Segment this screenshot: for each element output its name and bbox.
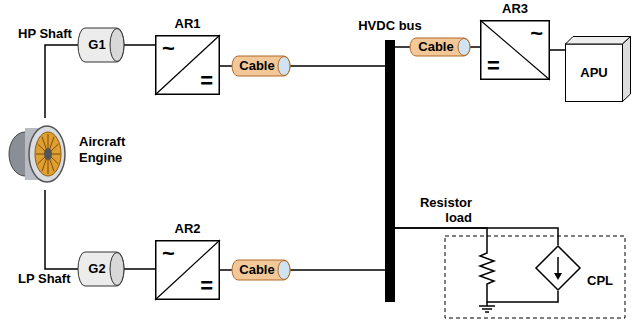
cable-label: Cable <box>239 59 274 74</box>
cylinder-end <box>278 261 290 280</box>
engine-fan <box>35 132 61 176</box>
cylinder-body <box>78 252 124 286</box>
ac-symbol: ~ <box>162 243 175 265</box>
connector-wire <box>290 269 385 271</box>
ground-symbol <box>479 305 495 307</box>
connector-wire <box>470 46 480 48</box>
return-wire <box>487 288 558 302</box>
cable-label: Cable <box>418 40 453 55</box>
cable-cylinder: Cable <box>232 56 290 76</box>
engine-label: Aircraft Engine <box>79 134 139 165</box>
bus-label: HVDC bus <box>358 18 422 33</box>
apu-front <box>566 44 623 102</box>
shaft-label: LP Shaft <box>18 272 71 287</box>
generator-cylinder: G2 <box>78 252 124 286</box>
ground-symbol <box>482 308 492 310</box>
connector-wire <box>290 65 385 67</box>
converter-diagonal <box>480 20 550 80</box>
ac-symbol: ~ <box>162 38 175 60</box>
resistor-label: Resistor load <box>410 196 472 226</box>
resistor-outline <box>478 248 496 288</box>
connector-wire <box>550 49 565 51</box>
load-group-box <box>445 236 625 318</box>
cpl-label: CPL <box>587 273 613 288</box>
converter-label: AR3 <box>502 1 528 16</box>
generator-label: G2 <box>88 262 105 277</box>
generator-cylinder: G1 <box>78 28 124 62</box>
converter-label: AR1 <box>174 16 200 31</box>
cylinder-body <box>78 28 124 62</box>
connector-wire <box>395 228 558 245</box>
dc-symbol: = <box>487 55 500 77</box>
apu-side <box>623 37 631 102</box>
hvdc-bus-bar: HVDC bus <box>385 40 395 302</box>
cpl-outline <box>535 245 581 291</box>
cable-cylinder: Cable <box>410 38 470 56</box>
engine-intake <box>29 126 65 182</box>
converter-box: AR2~= <box>155 240 220 300</box>
cylinder-end <box>458 39 470 56</box>
connector-wire <box>124 268 155 270</box>
converter-label: AR2 <box>174 221 200 236</box>
cylinder-body <box>410 38 470 56</box>
engine-spinner <box>44 148 52 160</box>
cylinder-body <box>232 56 290 76</box>
connector-wire <box>45 45 78 118</box>
ground-symbol <box>485 311 489 313</box>
connector-wire <box>220 65 232 67</box>
converter-diagonal <box>155 240 220 300</box>
cylinder-body <box>232 260 290 280</box>
ac-symbol: ~ <box>530 23 543 45</box>
apu-top <box>566 37 631 45</box>
shaft-label: HP Shaft <box>18 27 72 42</box>
engine-illustration: Aircraft Engine <box>5 118 139 190</box>
cylinder-end <box>110 253 124 286</box>
apu-label: APU <box>580 66 607 81</box>
dc-symbol: = <box>200 70 213 92</box>
connector-wire <box>45 190 78 269</box>
converter-box: AR3~= <box>480 20 550 80</box>
connector-wire <box>124 44 155 46</box>
cpl-diamond: CPL <box>535 245 581 291</box>
resistor-zigzag <box>480 248 494 288</box>
connector-wire <box>395 228 487 248</box>
converter-diagonal <box>155 35 220 95</box>
dc-symbol: = <box>200 275 213 297</box>
engine-drawing <box>5 118 75 190</box>
connector-wire <box>395 46 410 48</box>
cylinder-end <box>278 57 290 76</box>
current-arrowhead <box>554 273 562 280</box>
connector-wire <box>220 269 232 271</box>
converter-frame <box>481 21 550 80</box>
converter-box: AR1~= <box>155 35 220 95</box>
cable-cylinder: Cable <box>232 260 290 280</box>
converter-frame <box>156 241 220 300</box>
generator-label: G1 <box>88 38 105 53</box>
cpl-diamond-shape <box>536 246 580 290</box>
converter-frame <box>156 36 220 95</box>
apu-box: APU <box>565 36 631 102</box>
cable-label: Cable <box>239 263 274 278</box>
resistor-symbol: Resistor load <box>478 248 496 288</box>
cylinder-end <box>110 29 124 62</box>
